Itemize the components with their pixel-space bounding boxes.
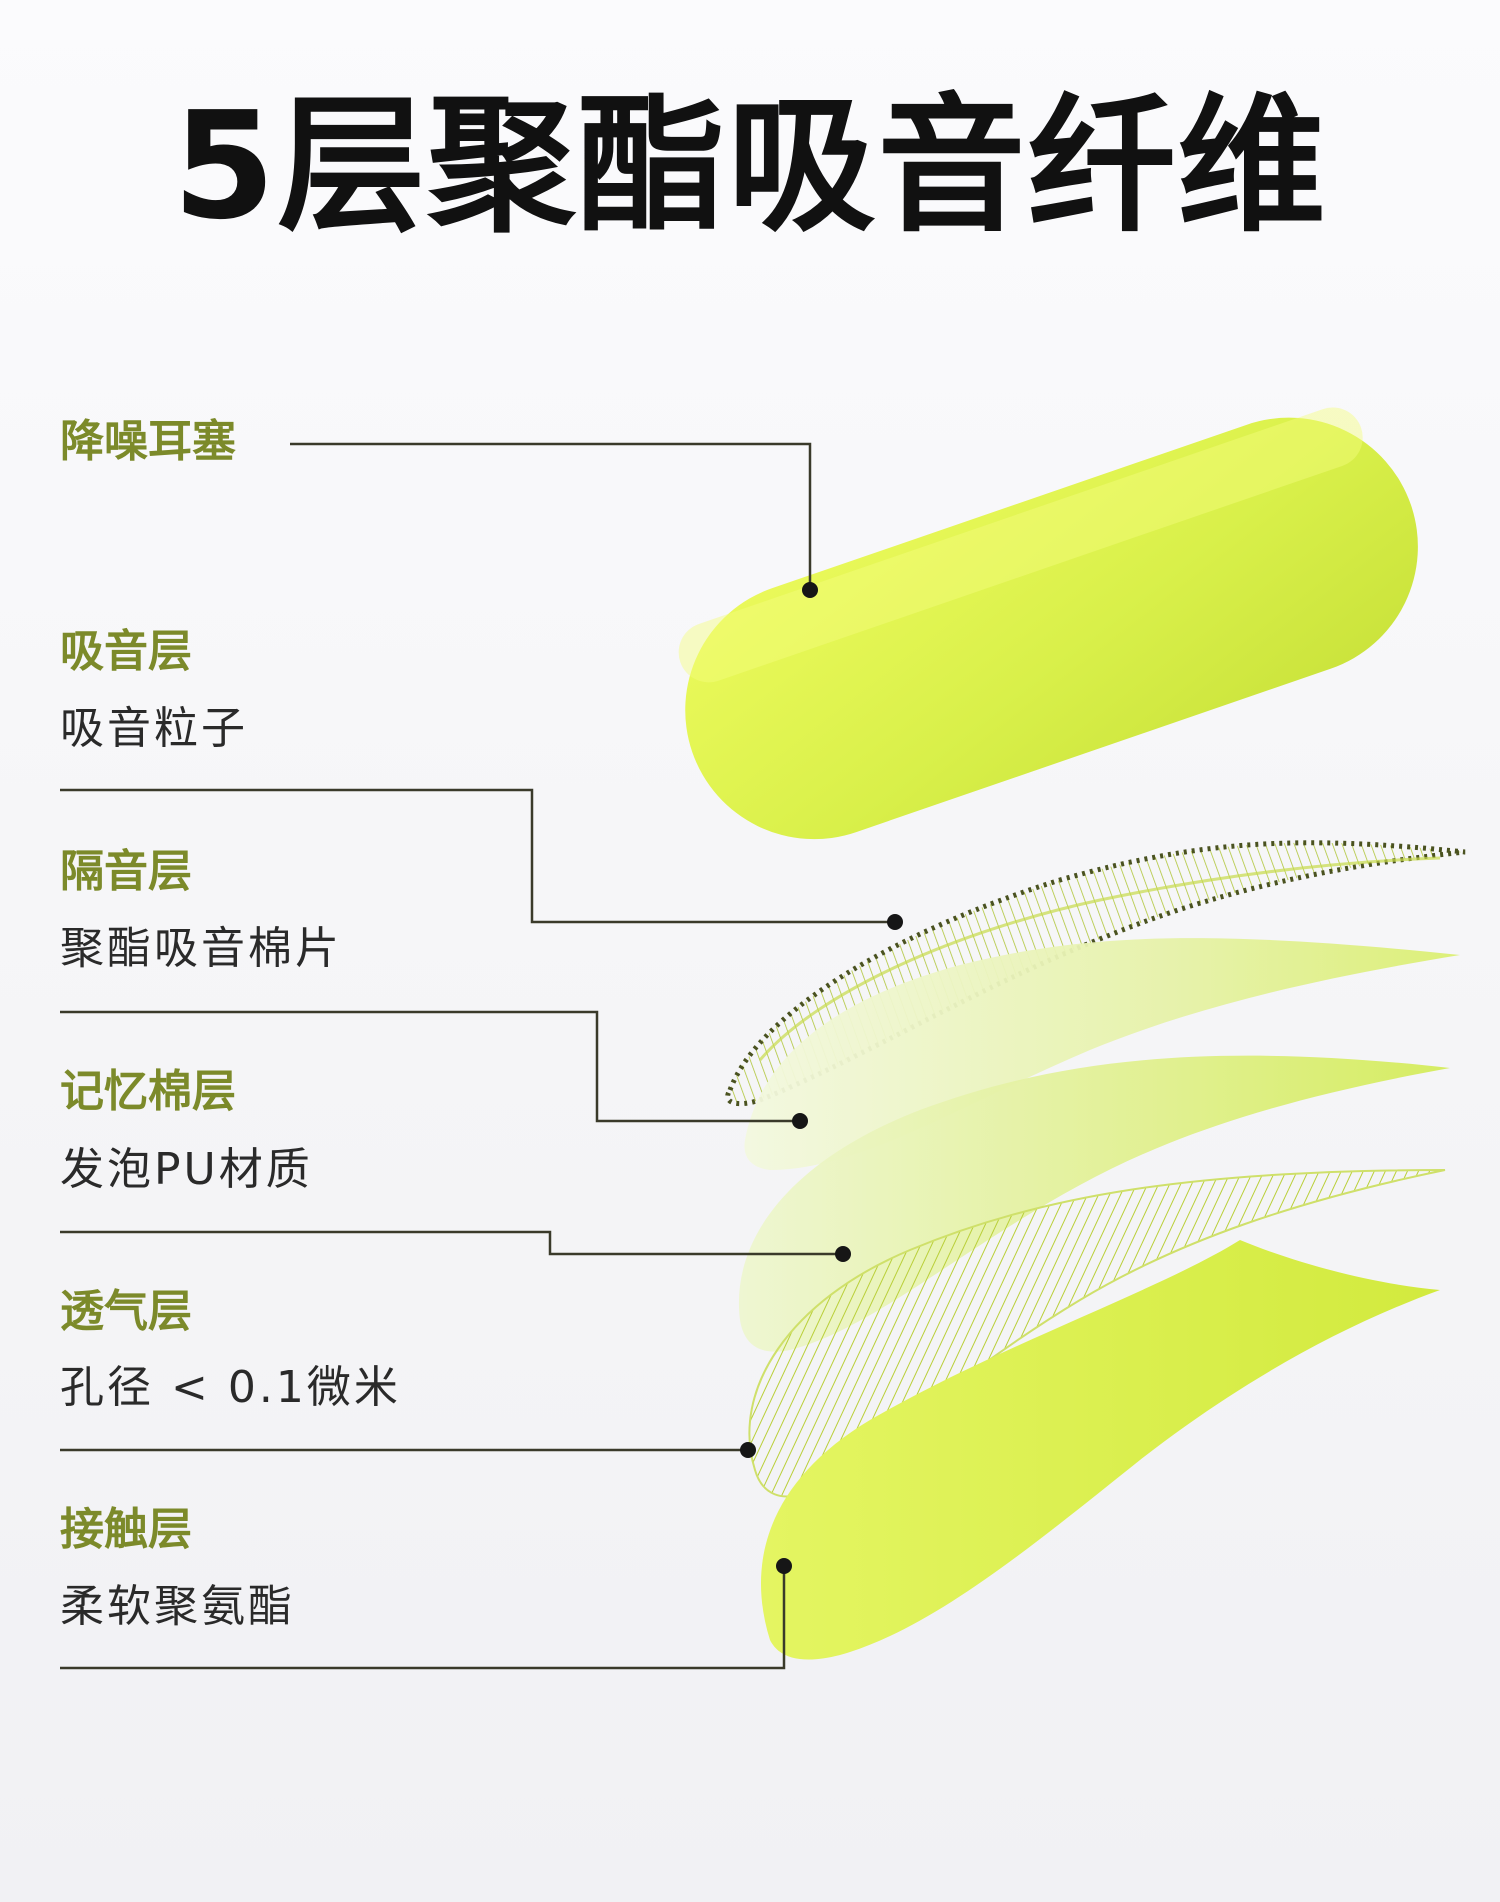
- leader-dot-contact: [776, 1558, 792, 1574]
- label-earplug: 降噪耳塞: [60, 416, 236, 467]
- leader-dot-breathable: [740, 1442, 756, 1458]
- label-contact-desc: 柔软聚氨酯: [60, 1581, 295, 1632]
- leader-dot-insulation: [792, 1113, 808, 1129]
- label-memory-desc: 发泡PU材质: [60, 1144, 313, 1195]
- label-insulation-name: 隔音层: [60, 846, 192, 897]
- label-insulation-desc: 聚酯吸音棉片: [60, 923, 342, 974]
- label-breathable-name: 透气层: [60, 1286, 192, 1337]
- leader-lines: [60, 442, 895, 1670]
- label-breathable-desc: 孔径 < 0.1微米: [60, 1362, 401, 1413]
- leader-line-contact: [60, 1566, 786, 1670]
- leader-line-memory: [60, 1230, 843, 1256]
- leader-line-earplug: [290, 442, 812, 590]
- label-contact-name: 接触层: [60, 1504, 192, 1555]
- label-absorb-name: 吸音层: [60, 626, 192, 677]
- leader-dot-memory: [835, 1246, 851, 1262]
- leader-dot-earplug: [802, 582, 818, 598]
- leader-line-insulation: [60, 1010, 800, 1123]
- leader-line-absorb: [60, 788, 895, 924]
- contact-layer: [760, 1240, 1440, 1660]
- leader-dots: [740, 582, 903, 1574]
- label-memory-name: 记忆棉层: [60, 1066, 236, 1117]
- leader-dot-absorb: [887, 914, 903, 930]
- earplug-shape: [678, 407, 1418, 840]
- page-title: 5层聚酯吸音纤维: [172, 80, 1328, 252]
- label-absorb-desc: 吸音粒子: [60, 703, 248, 754]
